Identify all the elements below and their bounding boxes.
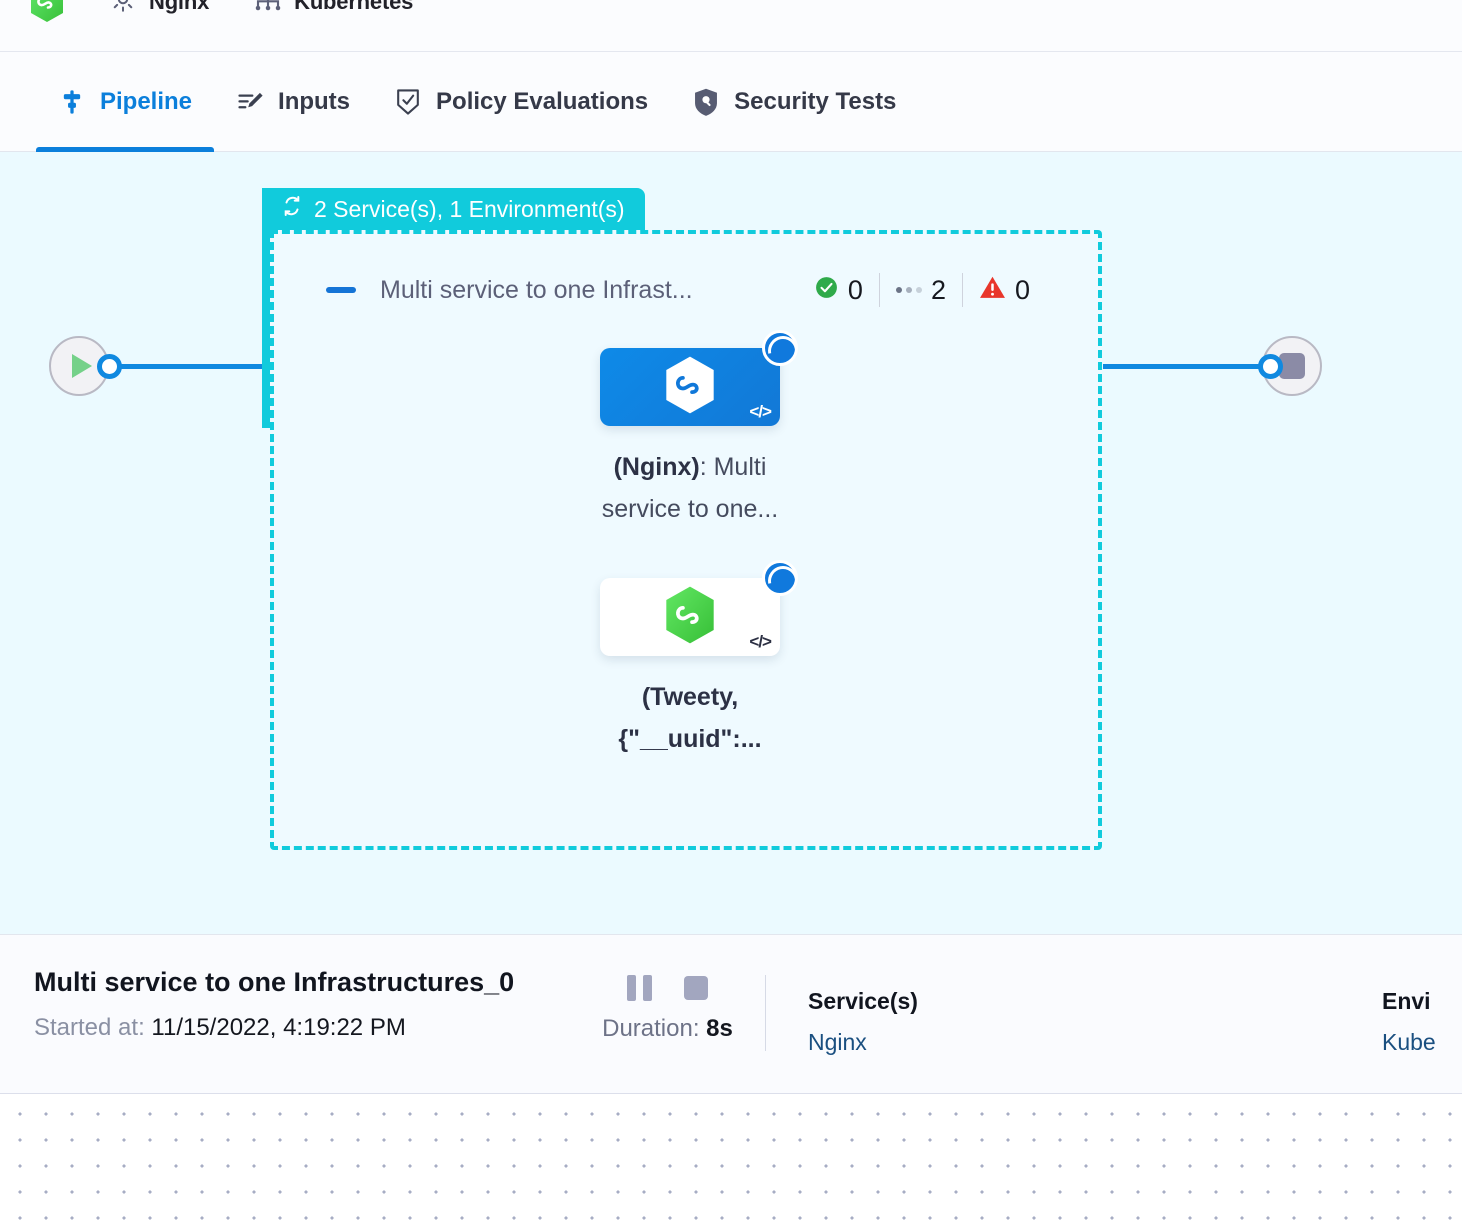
node-tweety-card[interactable]: </> bbox=[600, 560, 798, 656]
duration-value: 8s bbox=[706, 1015, 733, 1042]
group-pill-label: 2 Service(s), 1 Environment(s) bbox=[314, 195, 625, 222]
tab-policy-evaluations-label: Policy Evaluations bbox=[436, 87, 649, 115]
group-status-counts: 0 2 0 bbox=[798, 270, 1046, 310]
breadcrumb-item-project[interactable] bbox=[30, 0, 64, 22]
group-title-row: Multi service to one Infrast... 0 bbox=[326, 270, 1046, 310]
node-nginx-label: (Nginx): Multi service to one... bbox=[590, 446, 790, 530]
collapse-dash-icon[interactable] bbox=[326, 287, 356, 293]
breadcrumb-service-label: Nginx bbox=[149, 0, 210, 14]
node-nginx-label-bold: (Nginx) bbox=[613, 453, 700, 481]
detail-started-at: Started at: 11/15/2022, 4:19:22 PM bbox=[34, 1014, 570, 1042]
security-shield-icon bbox=[692, 87, 720, 117]
pipeline-icon bbox=[58, 88, 86, 116]
group-container[interactable] bbox=[270, 230, 1102, 850]
stop-icon[interactable] bbox=[684, 976, 708, 1000]
detail-title: Multi service to one Infrastructures_0 bbox=[34, 967, 515, 997]
detail-duration-block: Duration: 8s bbox=[570, 935, 765, 1043]
environments-value[interactable]: Kube bbox=[1382, 1029, 1436, 1055]
tab-security-tests-label: Security Tests bbox=[734, 87, 897, 115]
tab-bar: Pipeline Inputs Policy Evaluations bbox=[0, 52, 1462, 152]
detail-summary: Multi service to one Infrastructures_0 S… bbox=[0, 935, 570, 1042]
code-icon: </> bbox=[749, 632, 772, 651]
play-icon bbox=[71, 354, 92, 378]
status-success-count: 0 bbox=[847, 274, 863, 305]
warning-triangle-icon bbox=[979, 275, 1006, 305]
tab-inputs[interactable]: Inputs bbox=[214, 52, 372, 152]
tab-inputs-label: Inputs bbox=[278, 87, 351, 115]
execution-detail-panel: Multi service to one Infrastructures_0 S… bbox=[0, 934, 1462, 1094]
breadcrumb-environment-label: Kubernetes bbox=[294, 0, 414, 14]
loop-repeat-icon bbox=[280, 194, 304, 224]
code-icon: </> bbox=[749, 402, 772, 421]
breadcrumb: Nginx Kubernetes bbox=[0, 0, 1462, 52]
duration-label: Duration: bbox=[602, 1015, 700, 1042]
services-heading: Service(s) bbox=[808, 988, 918, 1014]
tab-policy-evaluations[interactable]: Policy Evaluations bbox=[372, 52, 670, 152]
canvas-dot-grid bbox=[0, 1095, 1462, 1228]
inputs-icon bbox=[236, 88, 264, 116]
environments-heading: Envi bbox=[1382, 988, 1431, 1014]
execution-controls bbox=[627, 975, 708, 1001]
group-header-pill[interactable]: 2 Service(s), 1 Environment(s) bbox=[262, 188, 645, 230]
harness-hexagon-logo bbox=[30, 0, 64, 22]
harness-hexagon-logo-green bbox=[662, 585, 718, 650]
dots-icon bbox=[895, 287, 922, 293]
tab-pipeline-label: Pipeline bbox=[100, 87, 193, 115]
started-at-value: 11/15/2022, 4:19:22 PM bbox=[151, 1014, 406, 1041]
started-at-label: Started at: bbox=[34, 1014, 145, 1041]
check-circle-icon bbox=[814, 275, 839, 305]
harness-hexagon-logo-white bbox=[662, 355, 718, 420]
services-value[interactable]: Nginx bbox=[808, 1029, 867, 1055]
pause-icon[interactable] bbox=[627, 975, 652, 1001]
node-tweety-label: (Tweety, {"__uuid":... bbox=[618, 683, 762, 753]
detail-divider bbox=[765, 975, 766, 1051]
breadcrumb-item-environment[interactable]: Kubernetes bbox=[253, 0, 413, 19]
status-success: 0 bbox=[798, 273, 880, 307]
duration-text: Duration: 8s bbox=[602, 1015, 733, 1043]
status-pending-count: 2 bbox=[930, 274, 946, 305]
edge-start-to-group bbox=[110, 364, 262, 369]
tab-security-tests[interactable]: Security Tests bbox=[670, 52, 918, 152]
status-failed-count: 0 bbox=[1014, 274, 1030, 305]
node-tweety[interactable]: </> (Tweety, {"__uuid":... bbox=[600, 560, 798, 760]
policy-shield-check-icon bbox=[394, 87, 422, 117]
status-failed: 0 bbox=[963, 273, 1046, 307]
end-node-handle[interactable] bbox=[1258, 354, 1283, 379]
running-spinner-icon bbox=[762, 330, 798, 366]
detail-services-column: Service(s) Nginx bbox=[766, 935, 918, 1056]
detail-environments-column: Envi Kube bbox=[1382, 935, 1462, 1056]
tab-pipeline[interactable]: Pipeline bbox=[36, 52, 215, 152]
node-nginx-label-rest: : Multi service to one... bbox=[601, 453, 779, 523]
pipeline-canvas[interactable]: 2 Service(s), 1 Environment(s) Multi ser… bbox=[0, 152, 1462, 934]
node-nginx-card[interactable]: </> bbox=[600, 330, 798, 426]
running-spinner-icon bbox=[762, 560, 798, 596]
group-title: Multi service to one Infrast... bbox=[380, 275, 693, 304]
infrastructure-icon bbox=[253, 0, 283, 19]
gear-icon bbox=[108, 0, 138, 19]
stop-icon bbox=[1279, 353, 1305, 379]
node-nginx[interactable]: </> (Nginx): Multi service to one... bbox=[600, 330, 798, 530]
status-pending: 2 bbox=[880, 273, 963, 307]
start-node-handle[interactable] bbox=[97, 354, 122, 379]
breadcrumb-item-service[interactable]: Nginx bbox=[108, 0, 209, 19]
edge-group-to-end bbox=[1103, 364, 1271, 369]
